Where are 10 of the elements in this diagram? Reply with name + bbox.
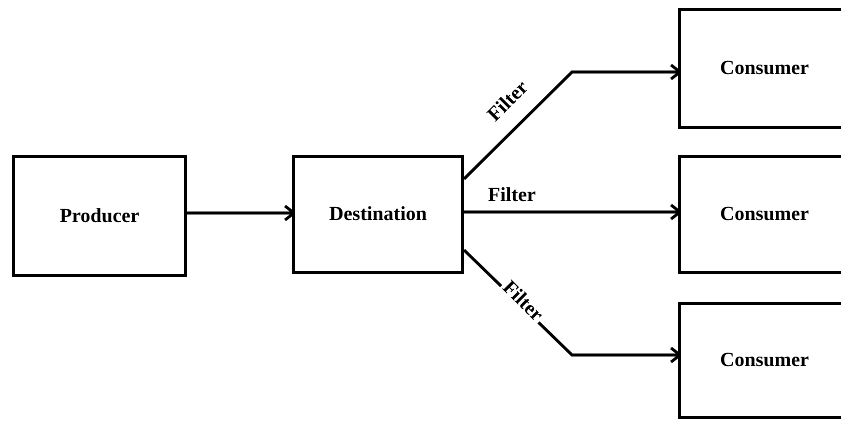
node-label: Destination (329, 203, 427, 226)
process-box (678, 8, 841, 129)
node-label: Producer (60, 204, 140, 228)
process-box (678, 302, 841, 419)
node-label: Consumer (720, 57, 809, 80)
process-box (292, 155, 464, 274)
process-box (678, 155, 841, 274)
process-box (12, 155, 187, 277)
node-label: Consumer (720, 349, 809, 372)
node-label: Consumer (720, 203, 809, 226)
